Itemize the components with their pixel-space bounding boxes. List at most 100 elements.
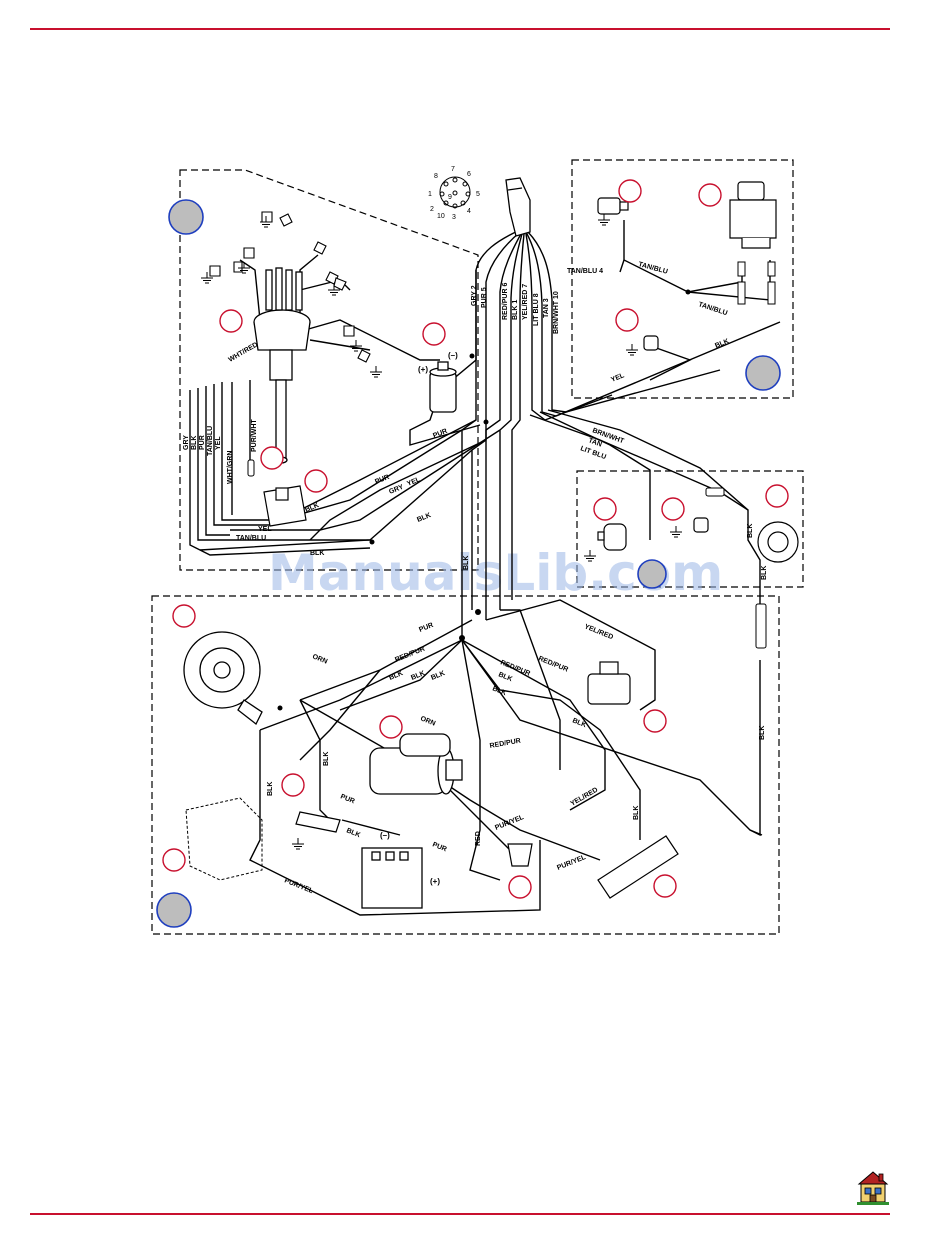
svg-text:6: 6 (467, 171, 471, 178)
svg-text:BLK: BLK (463, 556, 470, 570)
condenser-icon (247, 459, 255, 477)
harness-plug-icon (505, 177, 531, 237)
svg-text:YEL: YEL (610, 372, 626, 384)
ignition-module-icon (263, 485, 307, 527)
connector-pin-face-icon (439, 176, 471, 209)
svg-text:PUR/WHT: PUR/WHT (251, 419, 258, 452)
svg-text:3: 3 (452, 214, 456, 221)
audio-warning-icon (757, 521, 799, 563)
svg-text:TAN/BLU 4: TAN/BLU 4 (567, 268, 603, 275)
svg-text:10: 10 (437, 213, 445, 220)
alternator-icon (183, 631, 263, 725)
svg-text:BLK: BLK (430, 670, 446, 682)
svg-text:BLK: BLK (747, 524, 754, 538)
ignition-coil-icon (429, 361, 457, 413)
inline-fuse-icon (705, 487, 767, 649)
circuit-breaker-icon (507, 843, 533, 867)
ignition-resistor-icon (597, 835, 679, 899)
svg-text:BLK: BLK (416, 512, 432, 524)
svg-text:YEL: YEL (258, 526, 272, 533)
svg-text:PUR/YEL: PUR/YEL (494, 814, 525, 832)
svg-text:LIT BLU 8: LIT BLU 8 (533, 293, 540, 326)
svg-text:BLK: BLK (633, 806, 640, 820)
svg-text:GRY 2: GRY 2 (471, 285, 478, 306)
svg-text:BLK: BLK (761, 566, 768, 580)
svg-text:GRY: GRY (183, 435, 190, 450)
engine-block-outline-icon (185, 797, 263, 881)
svg-text:RED: RED (475, 831, 482, 846)
svg-text:BLK: BLK (410, 670, 426, 682)
temperature-sender-icon (597, 523, 627, 551)
home-icon (857, 1171, 889, 1205)
svg-text:8: 8 (434, 173, 438, 180)
svg-text:5: 5 (476, 191, 480, 198)
trim-connectors-icon (737, 261, 776, 305)
svg-text:TAN 3: TAN 3 (543, 298, 550, 318)
svg-text:7: 7 (451, 166, 455, 173)
starter-motor-icon (369, 733, 463, 795)
svg-text:YEL: YEL (406, 476, 422, 488)
svg-text:BLK: BLK (304, 502, 320, 514)
svg-text:RED/PUR: RED/PUR (394, 646, 426, 664)
top-rule (30, 28, 890, 30)
svg-text:PUR/YEL: PUR/YEL (283, 877, 314, 895)
bottom-rule (30, 1213, 890, 1215)
svg-text:BRN/WHT 10: BRN/WHT 10 (553, 291, 560, 334)
svg-text:YEL: YEL (215, 436, 222, 450)
spark-plug-icons (209, 211, 371, 363)
svg-text:BLK: BLK (714, 338, 730, 350)
starter-solenoid-icon (587, 661, 631, 705)
svg-text:LIT BLU: LIT BLU (579, 445, 607, 461)
svg-text:BLK: BLK (267, 782, 274, 796)
svg-text:1: 1 (428, 191, 432, 198)
svg-text:BLK: BLK (497, 671, 513, 683)
ignition-group-outline (179, 169, 479, 571)
svg-text:PUR: PUR (374, 474, 390, 486)
svg-text:TAN/BLU: TAN/BLU (236, 535, 266, 542)
trim-pump-reservoir-icon (729, 181, 777, 249)
distributor-icon (253, 267, 311, 464)
svg-text:WHT/RED: WHT/RED (228, 341, 260, 363)
svg-text:4: 4 (467, 208, 471, 215)
svg-text:RED/PUR 6: RED/PUR 6 (502, 283, 509, 320)
svg-text:PUR: PUR (418, 622, 434, 634)
callout-circles (162, 179, 789, 899)
svg-text:BLK 1: BLK 1 (512, 300, 519, 320)
svg-text:WHT/GRN: WHT/GRN (227, 451, 234, 484)
trim-group-outline (571, 159, 794, 399)
home-button[interactable] (855, 1168, 891, 1206)
svg-text:BLK: BLK (491, 685, 507, 697)
svg-text:PUR: PUR (339, 793, 355, 805)
reference-circles (156, 199, 781, 928)
svg-text:ORN: ORN (419, 715, 436, 727)
svg-text:BLK: BLK (388, 670, 404, 682)
engine-group-outline (151, 595, 780, 935)
svg-text:2: 2 (430, 206, 434, 213)
svg-text:BLK: BLK (571, 717, 587, 729)
svg-text:9: 9 (448, 194, 452, 201)
svg-text:(+): (+) (418, 365, 428, 374)
svg-text:(–): (–) (448, 351, 458, 360)
svg-text:YEL/RED 7: YEL/RED 7 (522, 284, 529, 320)
svg-text:TAN/BLU: TAN/BLU (697, 301, 728, 317)
svg-text:PUR 5: PUR 5 (481, 287, 488, 308)
sender-group-outline (576, 470, 804, 588)
battery-icon (361, 847, 423, 909)
svg-text:(–): (–) (380, 831, 390, 840)
svg-text:PUR: PUR (199, 435, 206, 450)
svg-text:(+): (+) (430, 877, 440, 886)
harness-wires (189, 220, 781, 916)
svg-text:TAN/BLU: TAN/BLU (637, 261, 668, 276)
svg-text:BLK: BLK (345, 827, 361, 839)
svg-text:ORN: ORN (311, 653, 328, 665)
svg-text:PUR/YEL: PUR/YEL (556, 854, 587, 872)
svg-text:BLK: BLK (759, 726, 766, 740)
svg-text:TAN/BLU: TAN/BLU (207, 426, 214, 456)
svg-text:PUR: PUR (431, 841, 447, 853)
trim-switch-icon (597, 197, 629, 215)
svg-text:BLK: BLK (323, 752, 330, 766)
oil-sender-icon (693, 517, 709, 533)
oil-pressure-switch-icon (295, 811, 341, 833)
svg-text:RED/PUR: RED/PUR (489, 738, 521, 750)
